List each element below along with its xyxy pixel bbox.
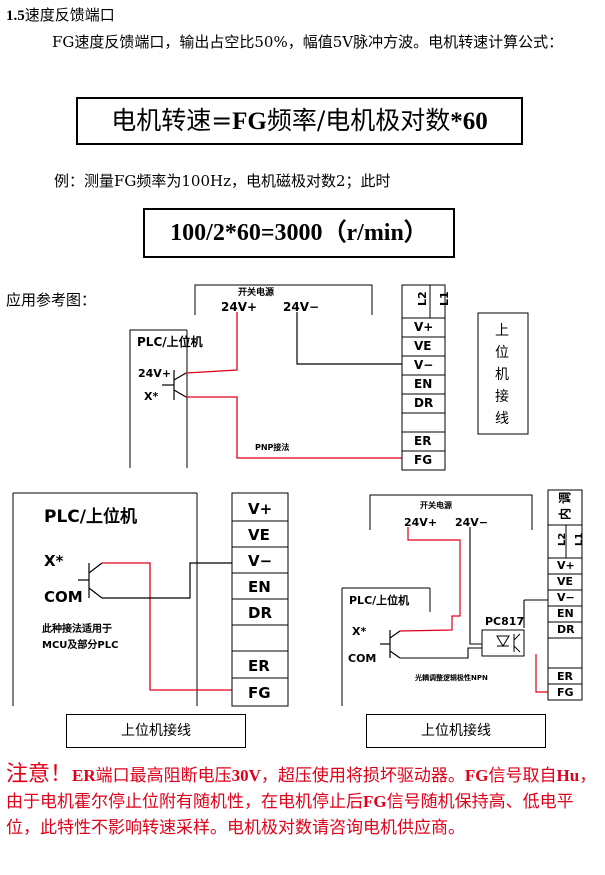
- diagram-2: PLC/上位机 X* COM 此种接法适用于 MCU及部分PLC V+ VE V…: [12, 492, 289, 707]
- power-v-minus: 24V−: [283, 300, 319, 314]
- section-number: 1.5: [6, 8, 25, 24]
- example-formula-box: 100/2*60=3000（r/min）: [143, 208, 455, 258]
- side-label-char-5: 线: [495, 411, 509, 427]
- plc-label-2: PLC/上位机: [44, 506, 137, 527]
- notice-fg-2: FG: [363, 792, 387, 811]
- optocoupler: [481, 629, 525, 657]
- terminal-ve-3: VE: [557, 575, 573, 588]
- terminal-ve-1: VE: [414, 339, 431, 353]
- power-v-minus-3: 24V−: [455, 516, 488, 529]
- plc-24v-label: 24V+: [138, 367, 171, 380]
- notice-er: ER: [72, 766, 96, 785]
- caption-host-wiring-left: 上位机接线: [66, 714, 246, 748]
- terminal-vplus-2: V+: [248, 500, 272, 518]
- terminal-er-1: ER: [414, 434, 431, 448]
- plc-x-label-1: X*: [144, 390, 158, 403]
- terminal-vplus-1: V+: [414, 320, 433, 334]
- warning-notice: 注意！ER端口最高阻断电压30V，超压使用将损坏驱动器。FG信号取自Hu，由于电…: [6, 762, 602, 841]
- note-line-1: 此种接法适用于: [42, 622, 112, 635]
- opto-label: PC817: [485, 615, 524, 628]
- plc-label-1: PLC/上位机: [137, 334, 203, 349]
- terminal-vplus-3: V+: [557, 559, 575, 572]
- side-label-char-1: 上: [495, 323, 509, 339]
- pnp-label: PNP接法: [255, 442, 289, 452]
- power-v-plus-3: 24V+: [404, 516, 437, 529]
- caption-host-wiring-right: 上位机接线: [366, 714, 546, 748]
- terminal-vminus-1: V−: [414, 358, 433, 372]
- notice-voltage: 30V: [231, 766, 261, 785]
- terminal-block-1: [401, 284, 446, 471]
- plc-label-3: PLC/上位机: [349, 593, 409, 607]
- x-label-3: X*: [352, 625, 366, 638]
- formula-suffix: *60: [450, 108, 488, 135]
- wire-fg-2: [102, 562, 232, 691]
- power-v-plus: 24V+: [221, 300, 257, 314]
- wire-24v-plus-1: [185, 312, 238, 374]
- terminal-en-3: EN: [557, 607, 574, 620]
- terminal-fg-2: FG: [248, 684, 271, 702]
- terminal-l1-1: L1: [438, 291, 451, 306]
- diagram-3: 开关电源 24V+ 24V− PLC/上位机 X* COM PC817 光耦调整…: [341, 489, 585, 706]
- speed-formula-box: 电机转速=FG频率/电机极对数*60: [76, 97, 523, 145]
- com-label-2: COM: [44, 588, 83, 606]
- notice-fg-1: FG: [464, 766, 489, 785]
- section-title-text: 速度反馈端口: [24, 6, 115, 24]
- intro-paragraph: FG速度反馈端口，输出占空比50%，幅值5V脉冲方波。电机转速计算公式：: [52, 33, 564, 51]
- terminal-er-2: ER: [248, 657, 270, 675]
- wire-24v-minus-1: [296, 312, 402, 365]
- formula-mid: 频率/电机极对数: [266, 106, 451, 135]
- section-title: 1.5速度反馈端口: [6, 4, 115, 25]
- terminal-ve-2: VE: [248, 526, 270, 544]
- terminal-fg-3: FG: [557, 686, 574, 699]
- terminal-en-2: EN: [248, 578, 271, 596]
- x-label-2: X*: [44, 552, 64, 570]
- terminal-dr-2: DR: [248, 604, 272, 622]
- notice-text-6: 信号取自: [488, 766, 557, 786]
- terminal-l2-1: L2: [416, 291, 429, 306]
- notice-text-2: 端口最高阻断电压: [95, 766, 232, 786]
- terminal-l2-3: L2: [557, 533, 568, 546]
- notice-text-4: ，超压使用将损坏驱动器。: [260, 766, 465, 786]
- power-supply-box-3: [369, 494, 533, 530]
- wire-24v-plus-3: [399, 527, 461, 632]
- wire-com-3: [400, 647, 482, 659]
- power-supply-label: 开关电源: [238, 286, 274, 298]
- power-supply-label-3: 开关电源: [420, 500, 452, 510]
- wire-fg-1: [186, 396, 402, 459]
- terminal-vminus-2: V−: [248, 552, 272, 570]
- note-line-2: MCU及部分PLC: [42, 638, 118, 651]
- terminal-fg-1: FG: [414, 453, 432, 467]
- terminal-dr-3: DR: [557, 623, 575, 636]
- notice-text-10: 信号随机保持高、低电平位，此特性不影响转速采样。电机极对数请咨询电机供应商。: [6, 792, 574, 838]
- inner-adjust-label: 内 调: [557, 492, 572, 520]
- example-text: 例：测量FG频率为100Hz，电机磁极对数2；此时: [54, 172, 391, 190]
- wire-fg-3: [535, 654, 548, 693]
- side-label-char-2: 位: [495, 345, 509, 361]
- terminal-l1-3: L1: [574, 533, 585, 546]
- terminal-block-3: [547, 489, 583, 701]
- formula-prefix: 电机转速=: [111, 106, 233, 135]
- terminal-vminus-3: V−: [557, 591, 575, 604]
- terminal-en-1: EN: [414, 377, 432, 391]
- side-label-box: [477, 312, 529, 435]
- side-label-char-4: 接: [495, 388, 509, 405]
- power-supply-box: [194, 284, 373, 315]
- terminal-er-3: ER: [557, 670, 574, 683]
- com-label-3: COM: [348, 652, 376, 665]
- notice-hu: Hu: [556, 766, 580, 785]
- notice-lead: 注意！: [6, 762, 73, 787]
- terminal-dr-1: DR: [414, 396, 433, 410]
- diagram-1: 开关电源 24V+ 24V− PLC/上位机 24V+ X* PNP接法 L2 …: [129, 284, 529, 471]
- wire-com-2: [102, 562, 232, 599]
- side-label-char-3: 机: [495, 367, 509, 383]
- application-reference-label: 应用参考图：: [6, 291, 97, 309]
- opto-led-icon: [496, 635, 510, 647]
- plc-box-1: [129, 329, 187, 468]
- formula-fg: FG: [232, 108, 267, 135]
- wire-24v-minus-3: [469, 527, 482, 645]
- opto-note: 光耦调整逻辑极性NPN: [414, 673, 488, 682]
- notice-text-8: ，由于电机霍尔停止位附有随机性，在电机停止后: [6, 766, 597, 812]
